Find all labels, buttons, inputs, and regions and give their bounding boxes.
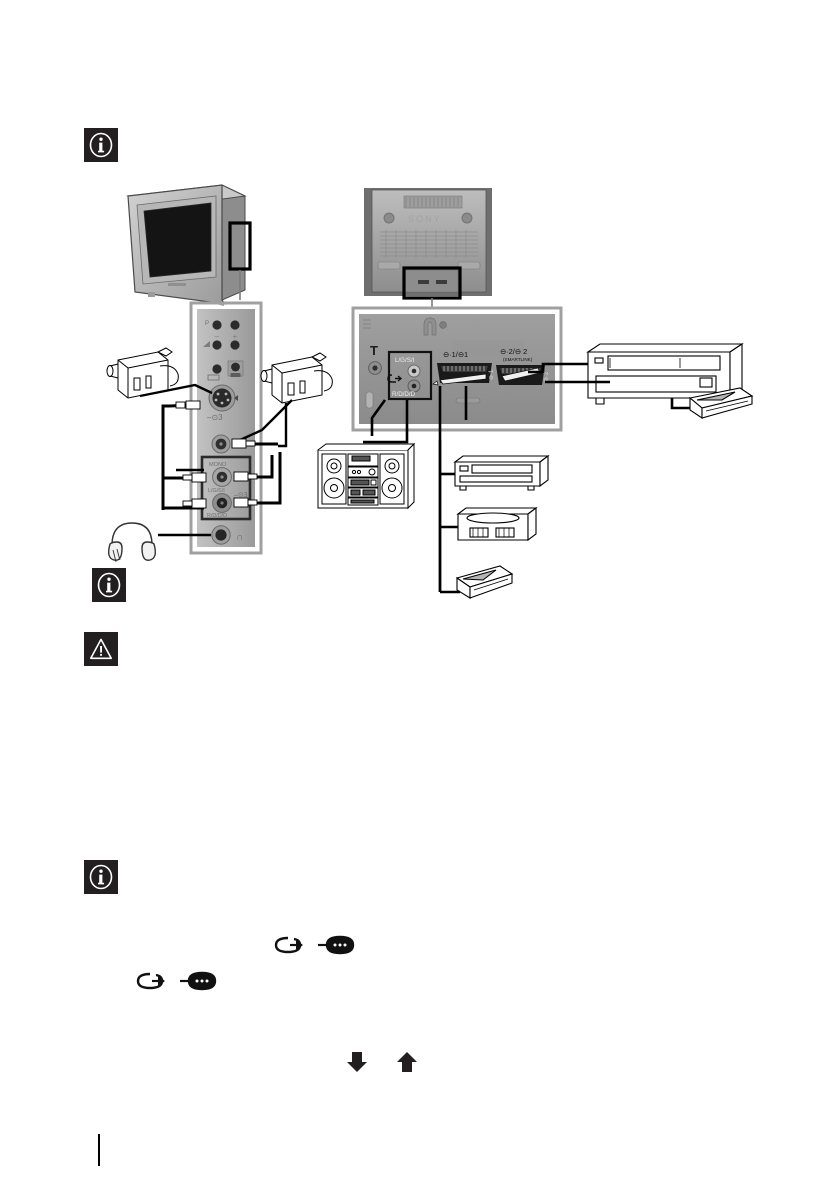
info-icon	[84, 128, 118, 162]
tv-front-illustration	[126, 184, 252, 306]
scart2-sub-label: (SMARTLINK)	[503, 357, 533, 362]
svg-text:–⊙3: –⊙3	[207, 413, 223, 422]
video-in-jack	[211, 434, 231, 454]
dvd-player	[453, 454, 550, 491]
audio-left-mono-jack	[212, 467, 232, 487]
arrow-up-icon	[397, 1052, 417, 1072]
front-panel-controls: P – +	[203, 320, 244, 381]
svg-text:R/D/D/D: R/D/D/D	[392, 391, 416, 398]
audio-out-group	[387, 350, 433, 401]
scart2-connector	[496, 365, 545, 385]
front-panel-blowup: P – +	[189, 301, 263, 555]
audio-jacks-group	[200, 455, 252, 521]
leader-audio-hifi	[363, 400, 409, 444]
leader-camcorder-left	[139, 383, 213, 398]
rear-panel-callout-box	[402, 266, 462, 300]
scart-in-symbol	[180, 971, 217, 991]
game-console	[456, 506, 538, 542]
info-icon	[92, 568, 126, 602]
tv-brand-label: SONY	[408, 214, 442, 224]
rear-panel-blowup: T L/G/S/I R/D/D/D ⊖·1/⊖1	[351, 306, 563, 432]
leader-vcr-decoder	[670, 398, 690, 410]
warning-icon	[84, 632, 118, 666]
scart-out-symbol	[274, 936, 303, 954]
svg-text:⊖·1: ⊖·1	[489, 369, 495, 380]
decoder-top	[688, 387, 754, 420]
page-footer-rule	[98, 1134, 100, 1166]
decoder-bottom	[455, 565, 514, 599]
headphone-jack	[211, 525, 231, 545]
headphones	[107, 522, 157, 563]
camcorder-right	[260, 352, 333, 404]
svg-text:⊖·2: ⊖·2	[544, 371, 550, 382]
svg-text:–⊙3: –⊙3	[234, 492, 248, 499]
front-panel-callout-box	[228, 221, 252, 271]
s-video-din-jack	[208, 384, 238, 412]
symbol-row-2	[130, 968, 230, 999]
vcr-recorder	[586, 342, 744, 405]
audio-out-symbol	[387, 374, 403, 383]
svg-text:L/G/S/I: L/G/S/I	[395, 357, 415, 364]
symbol-row-1	[268, 932, 368, 963]
scart2-label: ⊖·2/⊖ 2	[500, 347, 527, 356]
leader-scart2-vcr	[528, 362, 588, 374]
cable-plugs	[175, 400, 258, 509]
aerial-label: T	[370, 343, 378, 358]
scart-out-symbol	[136, 972, 165, 990]
symbol-row-arrows	[344, 1048, 434, 1079]
scart1-label: ⊖·1/⊖1	[443, 350, 468, 359]
arrow-down-icon	[347, 1052, 367, 1072]
scart1-connector	[432, 363, 492, 386]
leader-audio-out	[370, 399, 387, 436]
info-icon	[84, 860, 118, 894]
scart-in-symbol	[318, 935, 355, 955]
svg-text:P: P	[205, 321, 209, 327]
svg-text:MONO: MONO	[209, 462, 227, 468]
svg-text:L/G/S/I: L/G/S/I	[208, 488, 225, 494]
leader-camcorder-right	[239, 399, 293, 442]
tv-rear-illustration: SONY	[364, 188, 492, 308]
hifi-stereo-system	[317, 442, 416, 510]
audio-right-jack	[212, 493, 232, 513]
svg-text:R/D/D/D: R/D/D/D	[207, 513, 227, 519]
svg-text:+: +	[233, 332, 238, 341]
camcorder-left	[106, 347, 179, 399]
svg-text:–: –	[215, 332, 220, 341]
svg-text:∩: ∩	[236, 532, 243, 543]
